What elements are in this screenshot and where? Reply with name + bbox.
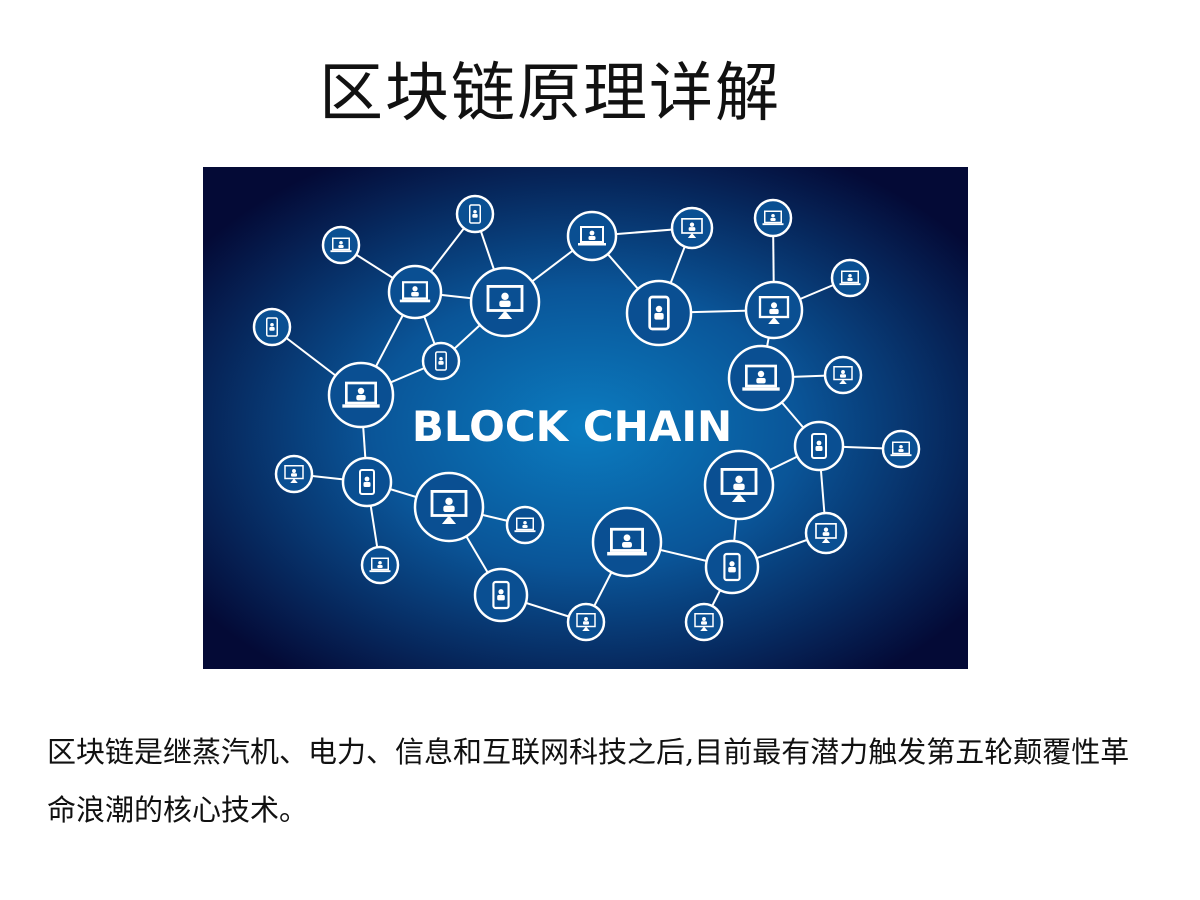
network-nodes xyxy=(252,194,921,642)
phone-icon xyxy=(704,539,760,595)
monitor-icon xyxy=(804,511,848,555)
laptop-icon xyxy=(753,198,793,238)
laptop-icon xyxy=(505,505,545,545)
laptop-icon xyxy=(387,264,443,320)
monitor-icon xyxy=(744,280,804,340)
phone-icon xyxy=(473,567,529,623)
monitor-icon xyxy=(684,602,724,642)
laptop-icon xyxy=(881,429,921,469)
monitor-icon xyxy=(566,602,606,642)
laptop-icon xyxy=(321,225,361,265)
phone-icon xyxy=(252,307,292,347)
laptop-icon xyxy=(727,344,795,412)
laptop-icon xyxy=(830,258,870,298)
phone-icon xyxy=(341,456,393,508)
monitor-icon xyxy=(413,471,485,543)
monitor-icon xyxy=(703,449,775,521)
slide-title: 区块链原理详解 xyxy=(319,57,781,131)
phone-icon xyxy=(421,341,461,381)
phone-icon xyxy=(625,279,693,347)
laptop-icon xyxy=(327,361,395,429)
phone-icon xyxy=(793,420,845,472)
laptop-icon xyxy=(566,210,618,262)
monitor-icon xyxy=(670,206,714,250)
laptop-icon xyxy=(591,506,663,578)
body-paragraph: 区块链是继蒸汽机、电力、信息和互联网科技之后,目前最有潜力触发第五轮颠覆性革命浪… xyxy=(47,735,1130,827)
monitor-icon xyxy=(274,454,314,494)
phone-icon xyxy=(455,194,495,234)
monitor-icon xyxy=(469,266,541,338)
blockchain-network-image: BLOCK CHAIN xyxy=(203,167,968,669)
laptop-icon xyxy=(360,545,400,585)
monitor-icon xyxy=(823,355,863,395)
block-chain-label: BLOCK CHAIN xyxy=(412,402,732,451)
